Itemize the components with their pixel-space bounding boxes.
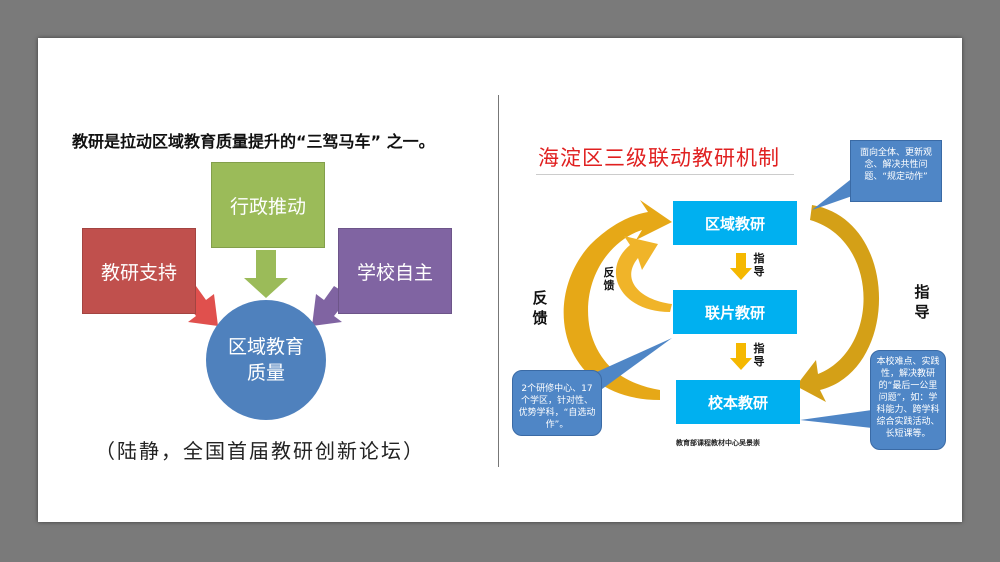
box-admin: 行政推动: [211, 162, 325, 248]
big-guide-arc: [796, 205, 880, 402]
level-cluster: 联片教研: [673, 290, 797, 334]
divider: [498, 95, 499, 467]
title-underline: [536, 174, 794, 175]
guide-label-2: 指导: [753, 342, 765, 368]
right-arrows: [563, 180, 880, 428]
caption: 教育部课程教材中心吴景崇: [676, 439, 760, 447]
level-district: 区域教研: [673, 201, 797, 245]
left-title: 教研是拉动区域教育质量提升的“三驾马车” 之一。: [72, 132, 435, 151]
citation: （陆静，全国首届教研创新论坛）: [95, 439, 425, 463]
guide-label-1: 指导: [753, 252, 765, 278]
callout-right-tail: [800, 410, 872, 428]
callout-district: 面向全体、更新观念、解决共性问题、“规定动作”: [850, 140, 942, 202]
box-research: 教研支持: [82, 228, 196, 314]
guide-label-big: 指导: [914, 283, 930, 321]
box-school: 学校自主: [338, 228, 452, 314]
small-feedback-arc: [615, 236, 672, 312]
callout-top-tail: [812, 180, 858, 210]
arrow-down-icon: [244, 250, 288, 298]
callout-left-tail: [590, 338, 672, 392]
guide-arrow-2-icon: [730, 343, 752, 370]
center-circle: 区域教育质量: [206, 300, 326, 420]
callout-cluster: 2个研修中心、17个学区，针对性、优势学科，“自选动作”。: [512, 370, 602, 436]
big-feedback-arc: [563, 200, 672, 400]
right-title: 海淀区三级联动教研机制: [538, 146, 780, 170]
callout-school: 本校难点、实践性，解决教研的“最后一公里问题”，如：学科能力、跨学科综合实践活动…: [870, 350, 946, 450]
level-school: 校本教研: [676, 380, 800, 424]
feedback-label-big: 反馈: [532, 289, 548, 327]
guide-arrow-1-icon: [730, 253, 752, 280]
feedback-label-small: 反馈: [603, 266, 615, 292]
